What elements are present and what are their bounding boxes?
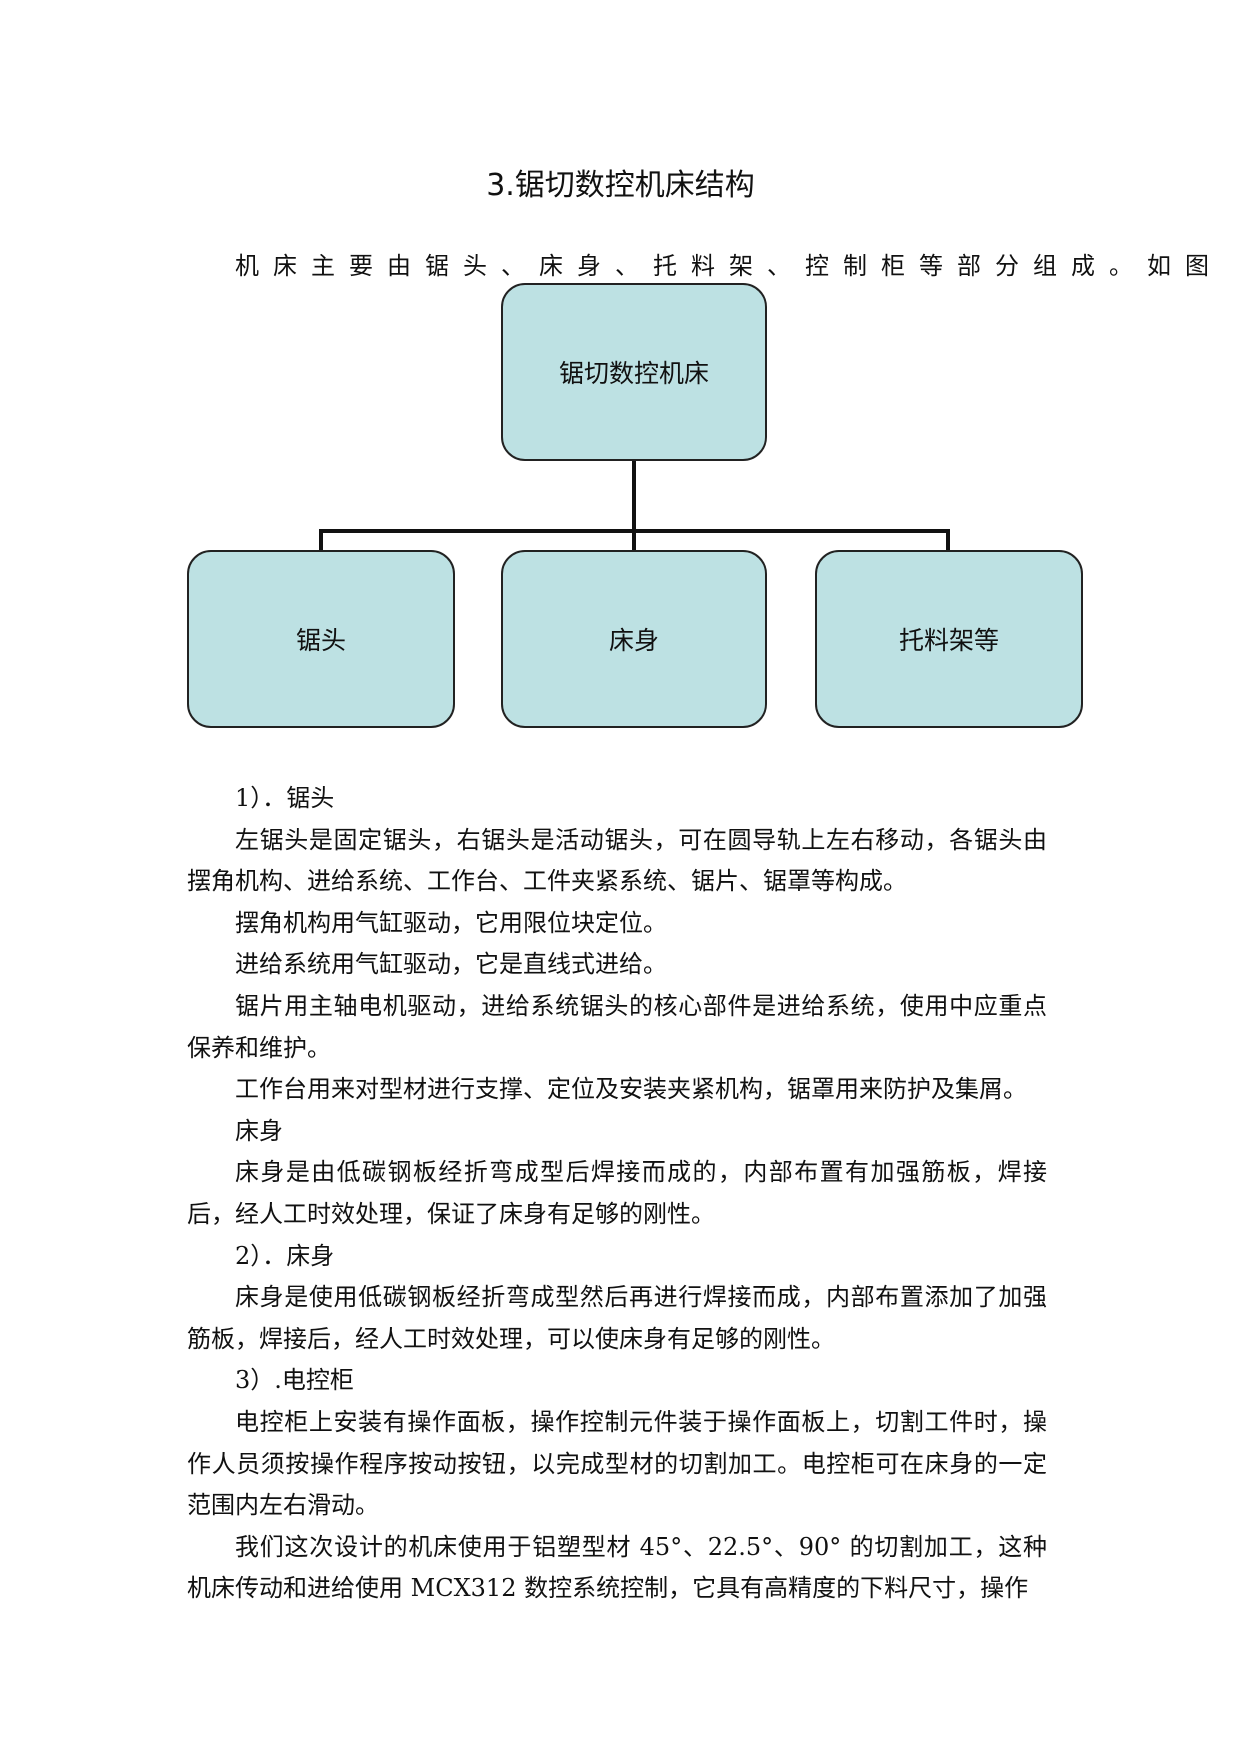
- paragraph: 锯片用主轴电机驱动，进给系统锯头的核心部件是进给系统，使用中应重点保养和维护。: [187, 991, 1047, 1062]
- paragraph: 1）．锯头: [235, 784, 335, 812]
- connector-child-1: [319, 529, 323, 550]
- paragraph: 2）．床身: [235, 1241, 335, 1270]
- paragraph: 进给系统用气缸驱动，它是直线式进给。: [235, 950, 667, 979]
- paragraph: 3）.电控柜: [235, 1366, 354, 1395]
- paragraph: 我们这次设计的机床使用于铝塑型材 45°、22.5°、90° 的切割加工，这种机…: [187, 1532, 1047, 1603]
- paragraph: 床身是使用低碳钢板经折弯成型然后再进行焊接而成，内部布置添加了加强筋板，焊接后，…: [187, 1283, 1047, 1353]
- connector-child-3: [946, 529, 950, 550]
- diagram-root-node: 锯切数控机床: [501, 283, 767, 461]
- connector-root: [632, 461, 636, 532]
- body-text: 1）．锯头 左锯头是固定锯头，右锯头是活动锯头，可在圆导轨上左右移动，各锯头由摆…: [187, 778, 1047, 1610]
- connector-child-2: [632, 529, 636, 550]
- page-title: 3.锯切数控机床结构: [486, 168, 755, 203]
- paragraph: 电控柜上安装有操作面板，操作控制元件装于操作面板上，切割工件时，操作人员须按操作…: [187, 1407, 1047, 1520]
- paragraph: 工作台用来对型材进行支撑、定位及安装夹紧机构，锯罩用来防护及集屑。: [235, 1075, 1027, 1104]
- paragraph: 摆角机构用气缸驱动，它用限位块定位。: [235, 908, 667, 937]
- paragraph: 左锯头是固定锯头，右锯头是活动锯头，可在圆导轨上左右移动，各锯头由摆角机构、进给…: [187, 825, 1047, 896]
- paragraph: 床身是由低碳钢板经折弯成型后焊接而成的，内部布置有加强筋板，焊接后，经人工时效处…: [187, 1158, 1047, 1228]
- paragraph: 床身: [235, 1116, 283, 1145]
- diagram-node-saw-head: 锯头: [187, 550, 455, 728]
- diagram-node-bed: 床身: [501, 550, 767, 728]
- structure-diagram: 锯切数控机床 锯头 床身 托料架等: [0, 0, 1241, 760]
- diagram-node-material-rack: 托料架等: [815, 550, 1083, 728]
